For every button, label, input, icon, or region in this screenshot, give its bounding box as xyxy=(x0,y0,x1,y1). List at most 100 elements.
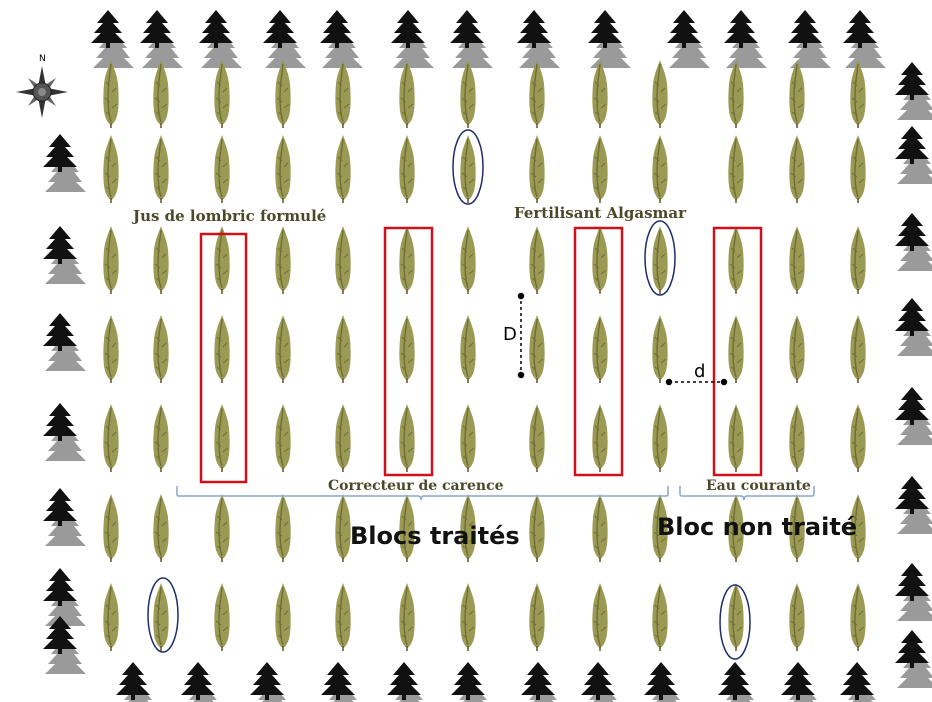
cypress-tree-icon xyxy=(789,404,804,472)
cypress-tree-icon xyxy=(652,315,667,383)
pine-tree-icon xyxy=(895,298,932,356)
crop-tree-grid xyxy=(103,60,865,651)
cypress-tree-icon xyxy=(103,315,118,383)
pine-tree-icon xyxy=(181,662,224,702)
cypress-tree-icon xyxy=(460,135,475,203)
cypress-tree-icon xyxy=(529,404,544,472)
pine-tree-icon xyxy=(116,662,159,702)
cypress-tree-icon xyxy=(592,583,607,651)
col-spacing-label: d xyxy=(694,361,705,382)
label-jus-de-lombric: Jus de lombric formulé xyxy=(131,207,326,225)
cypress-tree-icon xyxy=(728,226,743,294)
cypress-tree-icon xyxy=(103,60,118,128)
cypress-tree-icon xyxy=(335,315,350,383)
cypress-tree-icon xyxy=(335,494,350,562)
cypress-tree-icon xyxy=(214,226,229,294)
cypress-tree-icon xyxy=(460,404,475,472)
pine-tree-icon xyxy=(781,662,824,702)
cypress-tree-icon xyxy=(153,404,168,472)
pine-tree-icon xyxy=(320,10,363,68)
cypress-tree-icon xyxy=(153,583,168,651)
cypress-tree-icon xyxy=(103,404,118,472)
cypress-tree-icon xyxy=(652,404,667,472)
pine-tree-icon xyxy=(517,10,560,68)
label-fertilisant: Fertilisant Algasmar xyxy=(514,204,687,222)
label-bloc-non-traite: Bloc non traité xyxy=(657,513,857,541)
pine-tree-icon xyxy=(451,662,494,702)
cypress-tree-icon xyxy=(460,315,475,383)
cypress-tree-icon xyxy=(214,135,229,203)
cypress-tree-icon xyxy=(153,226,168,294)
cypress-tree-icon xyxy=(103,226,118,294)
pine-tree-icon xyxy=(588,10,631,68)
cypress-tree-icon xyxy=(850,315,865,383)
cypress-tree-icon xyxy=(592,404,607,472)
cypress-tree-icon xyxy=(214,583,229,651)
cypress-tree-icon xyxy=(399,226,414,294)
cypress-tree-icon xyxy=(728,60,743,128)
pine-tree-icon xyxy=(250,662,293,702)
cypress-tree-icon xyxy=(728,135,743,203)
pine-tree-icon xyxy=(788,10,831,68)
cypress-tree-icon xyxy=(275,494,290,562)
cypress-tree-icon xyxy=(529,315,544,383)
pine-tree-icon xyxy=(140,10,183,68)
pine-tree-icon xyxy=(895,630,932,688)
cypress-tree-icon xyxy=(460,226,475,294)
cypress-tree-icon xyxy=(214,60,229,128)
cypress-tree-icon xyxy=(592,226,607,294)
cypress-tree-icon xyxy=(529,226,544,294)
cypress-tree-icon xyxy=(214,315,229,383)
pine-tree-icon xyxy=(843,10,886,68)
cypress-tree-icon xyxy=(335,404,350,472)
pine-tree-icon xyxy=(895,387,932,445)
cypress-tree-icon xyxy=(652,226,667,294)
cypress-tree-icon xyxy=(592,135,607,203)
cypress-tree-icon xyxy=(275,583,290,651)
cypress-tree-icon xyxy=(789,226,804,294)
pine-tree-icon xyxy=(91,10,134,68)
cypress-tree-icon xyxy=(275,404,290,472)
cypress-tree-icon xyxy=(789,583,804,651)
label-correcteur: Correcteur de carence xyxy=(328,478,504,494)
pine-tree-icon xyxy=(43,134,86,192)
cypress-tree-icon xyxy=(529,60,544,128)
pine-tree-icon xyxy=(521,662,564,702)
cypress-tree-icon xyxy=(460,60,475,128)
pine-tree-icon xyxy=(43,568,86,626)
cypress-tree-icon xyxy=(592,60,607,128)
compass-north-label: N xyxy=(39,54,46,64)
cypress-tree-icon xyxy=(529,494,544,562)
cypress-tree-icon xyxy=(214,494,229,562)
cypress-tree-icon xyxy=(335,583,350,651)
pine-tree-icon xyxy=(43,488,86,546)
pine-tree-icon xyxy=(43,226,86,284)
cypress-tree-icon xyxy=(399,583,414,651)
label-blocs-traites: Blocs traités xyxy=(350,522,520,550)
cypress-tree-icon xyxy=(728,583,743,651)
cypress-tree-icon xyxy=(728,315,743,383)
cypress-tree-icon xyxy=(153,315,168,383)
cypress-tree-icon xyxy=(592,494,607,562)
cypress-tree-icon xyxy=(850,60,865,128)
pine-tree-icon xyxy=(667,10,710,68)
cypress-tree-icon xyxy=(789,315,804,383)
pine-tree-icon xyxy=(895,476,932,534)
cypress-tree-icon xyxy=(275,135,290,203)
cypress-tree-icon xyxy=(335,226,350,294)
cypress-tree-icon xyxy=(103,494,118,562)
pine-tree-icon xyxy=(895,126,932,184)
pine-tree-icon xyxy=(43,313,86,371)
cypress-tree-icon xyxy=(399,315,414,383)
pine-tree-icon xyxy=(895,213,932,271)
pine-tree-icon xyxy=(840,662,883,702)
pine-tree-icon xyxy=(450,10,493,68)
cypress-tree-icon xyxy=(789,60,804,128)
row-spacing-indicator xyxy=(519,294,524,378)
pine-tree-icon xyxy=(895,563,932,621)
cypress-tree-icon xyxy=(850,404,865,472)
pine-tree-icon xyxy=(718,662,761,702)
cypress-tree-icon xyxy=(103,135,118,203)
